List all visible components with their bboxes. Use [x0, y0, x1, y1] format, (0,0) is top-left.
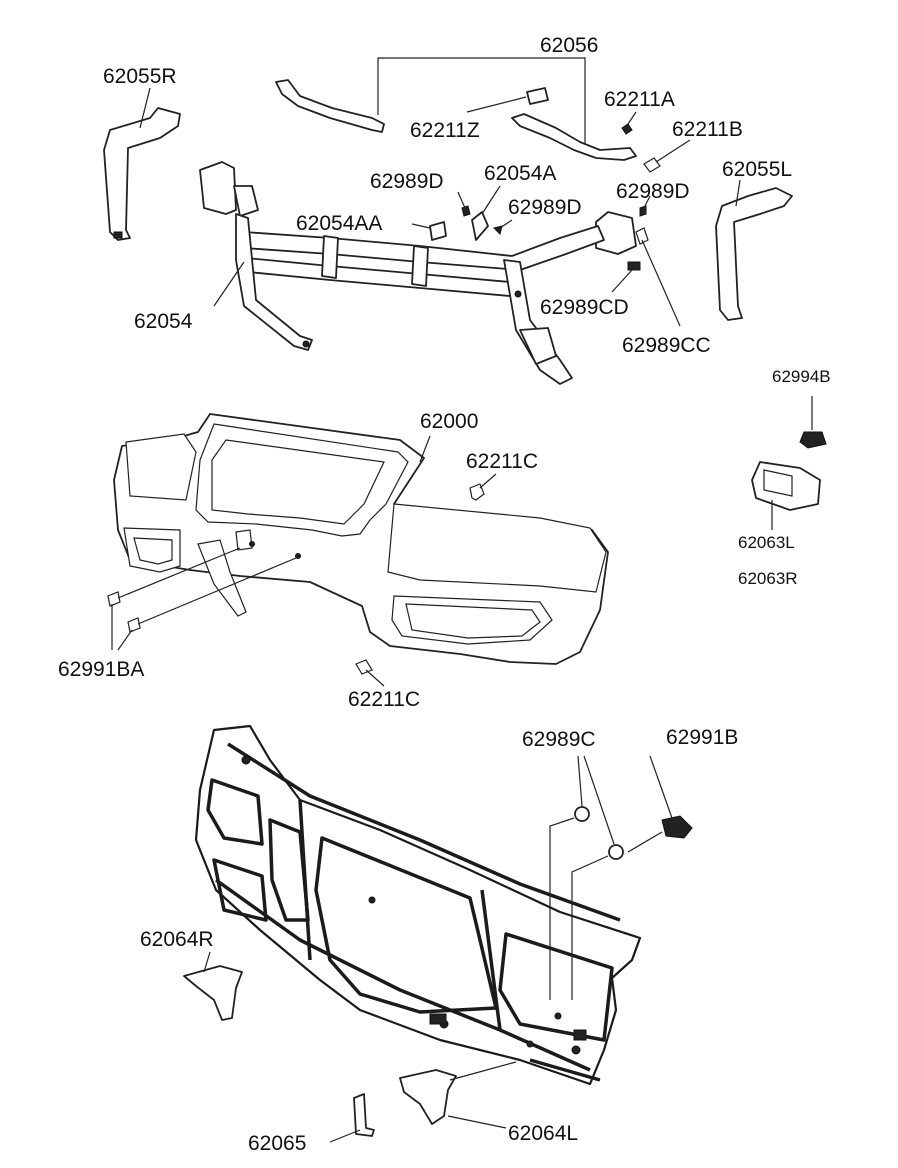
label-62054A: 62054A [484, 162, 556, 185]
leader-62989D-2 [499, 219, 513, 229]
label-62055L: 62055L [722, 158, 792, 181]
bracket-62055R [103, 107, 181, 241]
label-62211B: 62211B [672, 118, 743, 141]
leader-62054 [213, 261, 245, 307]
radiator-support-group [183, 724, 693, 1143]
side-bracket-group [751, 396, 827, 530]
leader-62064L [447, 1115, 507, 1129]
guide-62989C-2 [571, 855, 609, 1000]
clip-62989D-1 [461, 205, 471, 217]
leader-62211C-lower [365, 669, 385, 687]
clip-62989D-3 [639, 205, 647, 217]
guide-62064L [449, 1061, 517, 1081]
bracket-62065 [353, 1093, 375, 1137]
guide-62991BA-2 [137, 557, 297, 625]
leader-62211B [655, 139, 691, 163]
leader-62211C-upper [479, 473, 497, 489]
bracket-62064L [399, 1069, 457, 1125]
label-62989D-3: 62989D [616, 180, 690, 203]
bumper-cover-group [107, 413, 609, 687]
nut-62989C-2 [608, 844, 624, 860]
label-62991B: 62991B [666, 726, 738, 749]
leader-62055R [139, 87, 151, 129]
bracket-62055L [715, 187, 793, 321]
bracket-62054AA [429, 221, 447, 241]
bumper-reinforcement-group [103, 57, 793, 385]
label-62064R: 62064R [140, 928, 214, 951]
bolt-62994B [799, 431, 827, 449]
guide-62989C-1 [549, 817, 575, 1000]
bolt-62989CC [635, 227, 649, 245]
clip-62211B [643, 157, 661, 173]
leader-62989C-b [583, 755, 615, 845]
leader-62989C-a [577, 755, 583, 807]
label-62211C-2: 62211C [348, 688, 420, 711]
leader-62054A [481, 185, 501, 215]
leader-62211A [627, 111, 637, 125]
bumper-cover-62000 [113, 413, 609, 665]
label-62000: 62000 [420, 410, 478, 433]
label-62055R: 62055R [103, 65, 177, 88]
label-62989C: 62989C [522, 728, 596, 751]
leader-62064R [203, 951, 211, 973]
label-62211A: 62211A [604, 88, 675, 111]
label-62989D-2: 62989D [508, 196, 582, 219]
leader-62991BA-b [117, 629, 133, 651]
leader-62989D-3 [643, 195, 651, 209]
label-62063L: 62063L [738, 533, 795, 552]
label-62054AA: 62054AA [296, 212, 382, 235]
leader-62000 [419, 435, 431, 463]
bracket-62211Z [526, 87, 549, 105]
leader-62989D-1 [457, 191, 466, 209]
bolt-62055R [113, 231, 123, 239]
label-62064L: 62064L [508, 1122, 578, 1145]
clip-62991BA-1 [107, 591, 121, 607]
upper-brace-left [275, 79, 385, 133]
leader-62211Z [466, 96, 527, 113]
nut-62989C-1 [574, 806, 590, 822]
label-62989D-1: 62989D [370, 170, 444, 193]
label-62211Z: 62211Z [410, 119, 480, 142]
leader-62056 [377, 57, 586, 148]
guide-62991BA-1 [117, 547, 241, 599]
leader-62065 [329, 1129, 361, 1143]
leader-62054AA [411, 223, 431, 229]
clip-62211A [621, 123, 633, 135]
leader-62055L [735, 179, 741, 207]
upper-brace-right [511, 113, 637, 161]
leader-62991B [649, 755, 673, 819]
label-62056: 62056 [540, 34, 598, 57]
label-62063R: 62063R [738, 569, 798, 588]
bracket-62064R [183, 965, 243, 1021]
label-62991BA: 62991BA [58, 658, 144, 681]
grommet-62991B [661, 815, 693, 839]
label-62994B: 62994B [772, 367, 831, 386]
label-62989CC: 62989CC [622, 334, 711, 357]
label-62054: 62054 [134, 310, 193, 333]
clip-62991BA-2 [127, 617, 141, 633]
label-62989CD: 62989CD [540, 296, 629, 319]
leader-62989CC [641, 239, 681, 327]
bracket-62054A [471, 211, 489, 241]
guide-62991B [627, 831, 663, 853]
clip-62211C-lower [355, 659, 373, 675]
label-62211C-1: 62211C [466, 450, 538, 473]
leader-62989CD [611, 269, 633, 293]
nut-62989CD [627, 261, 641, 271]
radiator-support-frame [194, 724, 642, 1086]
part-labels: 62056 62055R 62211A 62211Z 62211B 62989D… [58, 34, 831, 1155]
bumper-beam-62054 [199, 161, 637, 385]
label-62065: 62065 [248, 1132, 306, 1155]
